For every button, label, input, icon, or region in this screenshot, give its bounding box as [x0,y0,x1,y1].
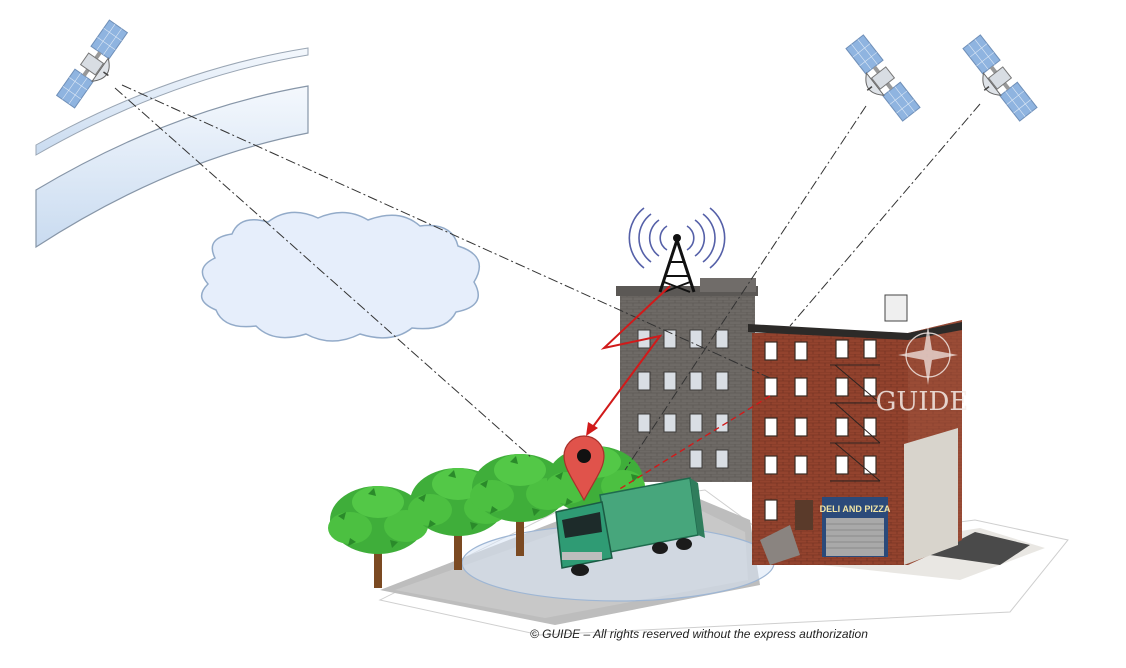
cell-tower-icon [628,207,726,293]
satellite-icon [955,34,1038,128]
map-pin-icon [563,435,605,502]
watermark-text: GUIDE [876,387,969,417]
shop-sign: DELI AND PIZZA [820,504,891,514]
guide-watermark: GUIDE [876,325,969,417]
satellite-icon [838,34,921,128]
cellular-signal [586,285,771,491]
satellite-signal-lines [114,84,981,471]
copyright-caption: © GUIDE – All rights reserved without th… [530,627,868,641]
cloud-icon [200,211,480,342]
truck-icon [555,477,705,576]
deli-storefront: DELI AND PIZZA [820,497,891,557]
grey-building [616,278,758,482]
ionosphere-bands [35,47,309,249]
brick-building: DELI AND PIZZA GUIDE [748,294,969,565]
satellite-icon [55,19,136,114]
